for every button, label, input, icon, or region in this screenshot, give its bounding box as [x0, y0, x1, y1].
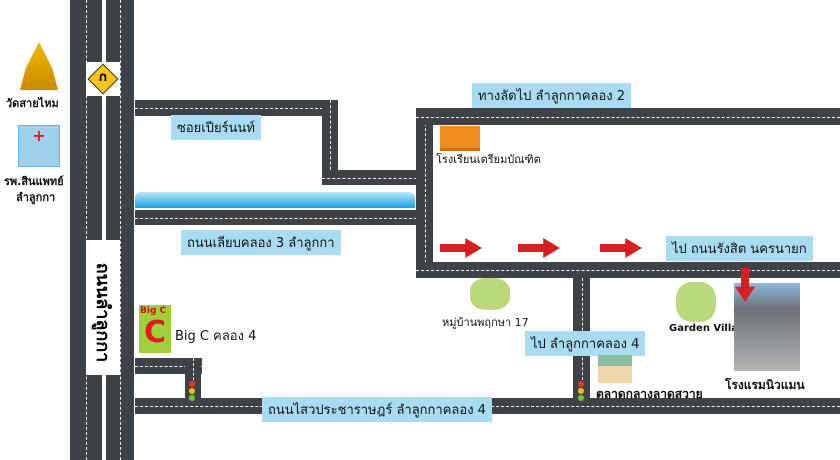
red-right-arrow-icon [518, 238, 560, 258]
rangsit-road [416, 262, 840, 278]
sai-road-label: ถนนไสวประชาราษฎร์ ลำลูกกาคลอง 4 [262, 397, 492, 422]
u-turn-sign-icon: ∩ [86, 62, 120, 96]
temple-icon [20, 42, 58, 90]
shortcut-road [416, 108, 840, 125]
school-icon [440, 126, 480, 151]
red-right-arrow-icon [600, 238, 642, 258]
village-icon [470, 278, 510, 310]
temple-label: วัดสายไหม [6, 97, 59, 110]
village-label: หมู่บ้านพฤกษา 17 [442, 316, 529, 329]
soi-pier-connector [322, 100, 338, 185]
bigc-label: Big C คลอง 4 [175, 329, 257, 344]
market-icon [598, 355, 632, 383]
rangsit-label: ไป ถนนรังสิต นครนายก [666, 236, 813, 261]
hospital-label-2: ลำลูกกา [16, 191, 56, 204]
traffic-light-icon [577, 380, 585, 404]
hospital-label-1: รพ.สินแพทย์ [4, 175, 64, 188]
market-label: ตลาดกลางลาดสวาย [596, 387, 703, 401]
canal-road [135, 210, 417, 225]
soi-pier-road [135, 100, 338, 116]
canal-road-label: ถนนเลียบคลอง 3 ลำลูกกา [181, 230, 341, 255]
bigc-logo: Big C C [139, 305, 171, 353]
garden-villa-icon [676, 282, 716, 322]
soi-pier-label: ซอยเปียร์นนท์ [171, 115, 261, 140]
traffic-light-icon [188, 380, 196, 404]
klong4-label: ไป ลำลูกกาคลอง 4 [525, 331, 646, 356]
school-label: โรงเรียนเตรียมบัณฑิต [436, 153, 541, 166]
soi-pier-road-east [322, 170, 417, 185]
red-right-arrow-icon [440, 238, 482, 258]
bigc-logo-text: Big C [140, 306, 167, 316]
hotel-label: โรงแรมนิวแมน [725, 378, 805, 392]
shortcut-label: ทางลัดไป ลำลูกกาคลอง 2 [472, 83, 632, 108]
canal [135, 192, 415, 208]
hospital-icon: + [18, 125, 60, 167]
garden-villa-label: Garden Villa [669, 323, 739, 334]
main-road-label: ถนนลำลูกกา [86, 240, 120, 375]
connector-road [416, 108, 433, 278]
